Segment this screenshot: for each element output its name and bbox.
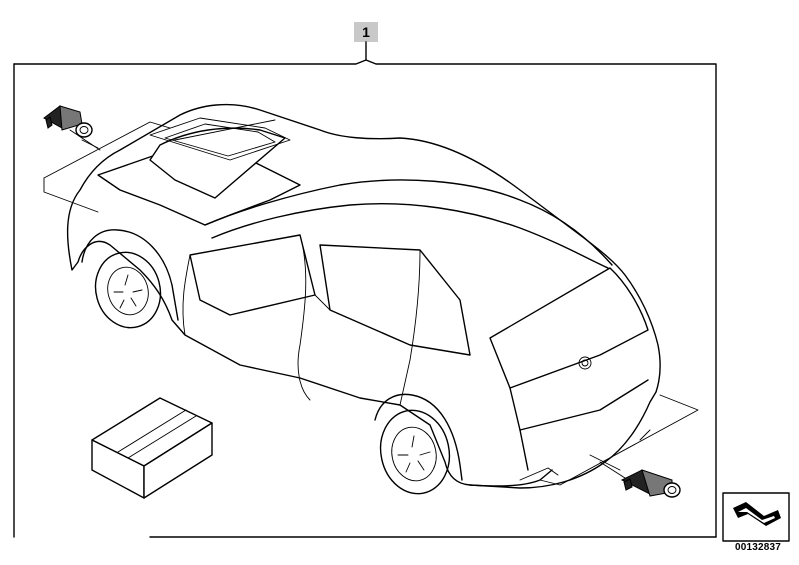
front-sensor-zone [43,121,171,213]
diagram-id: 00132837 [734,542,782,553]
package-box-icon [91,397,213,499]
assembly-frame [13,41,717,538]
rear-sensor-zone [539,394,699,486]
bracket-symbol-icon [722,492,790,542]
car-outline-icon [66,103,661,495]
parking-sensor-icon [620,469,681,498]
parking-sensor-icon [43,105,93,138]
callout-label: 1 [354,22,378,42]
callout-number: 1 [362,24,370,40]
